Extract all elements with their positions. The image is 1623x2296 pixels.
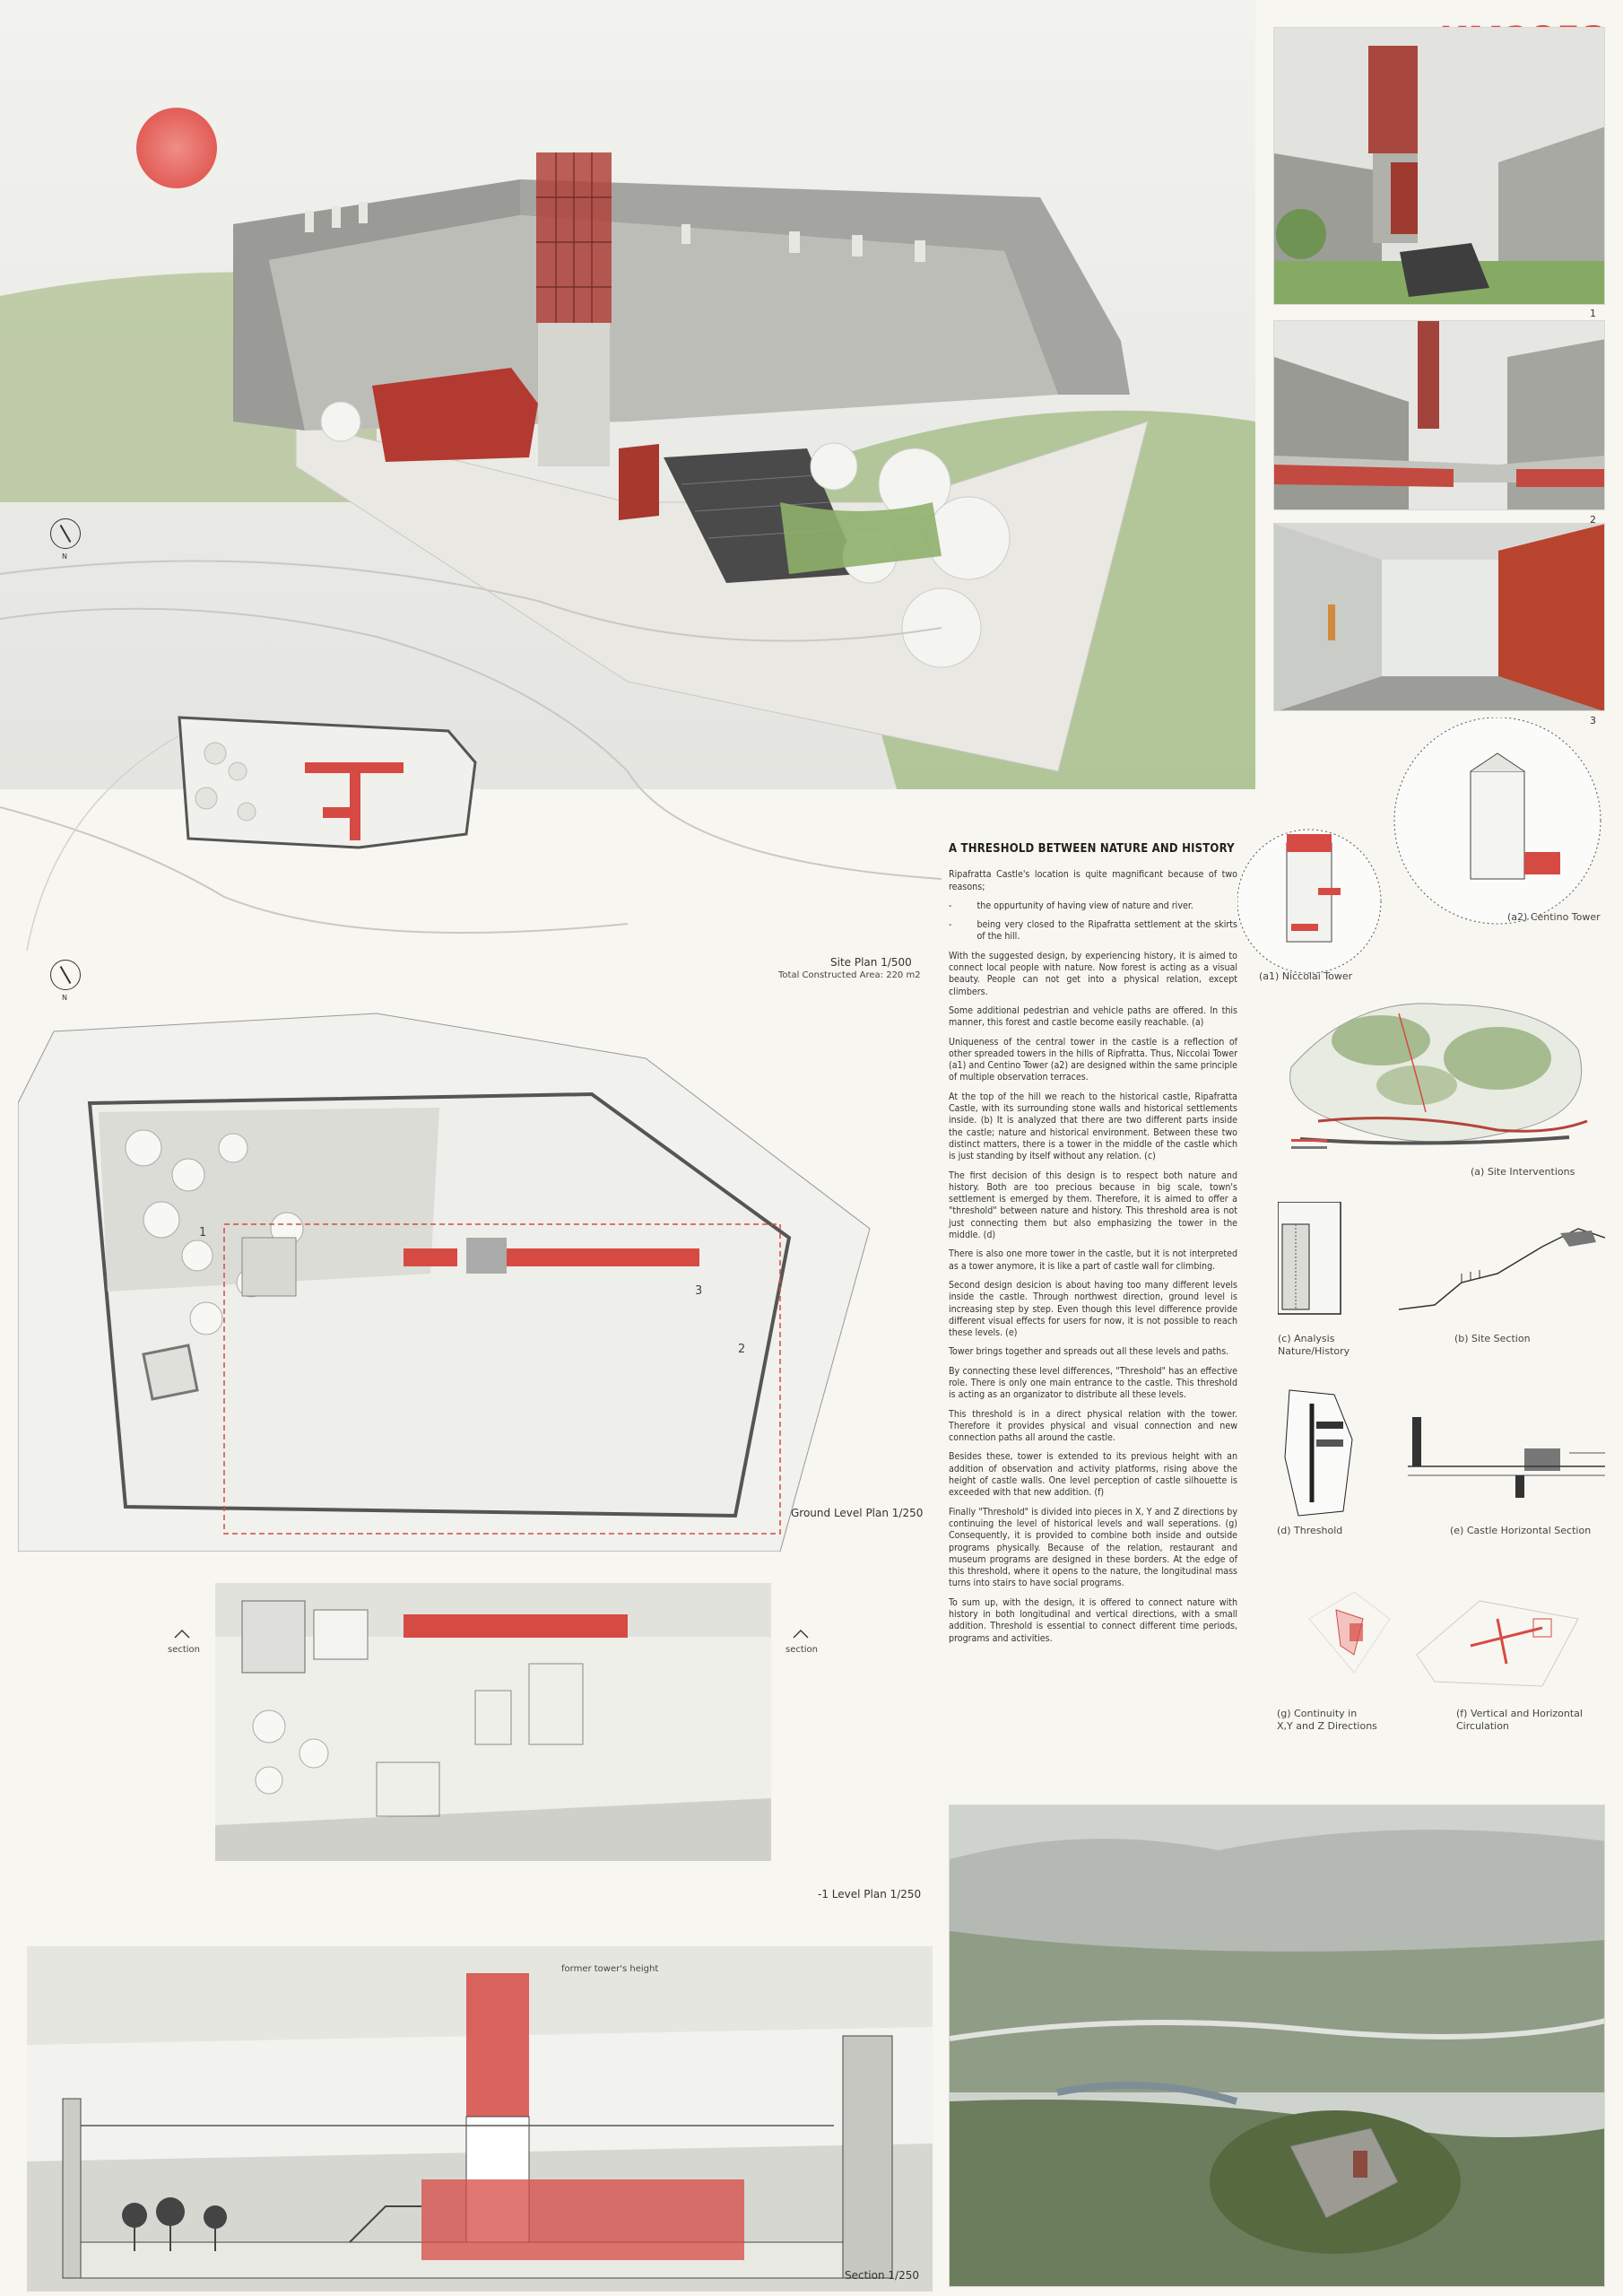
diagram-a-label: (a) Site Interventions	[1471, 1166, 1575, 1178]
section-drawing	[27, 1946, 933, 2292]
description-paragraph: Second design desicion is about having t…	[949, 1279, 1237, 1339]
north-label-site: N	[62, 552, 67, 561]
diagram-c-label-2: Nature/History	[1278, 1345, 1350, 1357]
site-plan-area: Total Constructed Area: 220 m2	[778, 970, 921, 980]
render-threshold-interior	[1273, 523, 1605, 711]
towers-diagram-illustration	[1237, 717, 1601, 974]
castle-axonometric-illustration	[0, 0, 1255, 789]
diagram-threshold	[1280, 1386, 1366, 1520]
render-3-illustration	[1274, 524, 1604, 710]
ground-plan-marker-1: 1	[199, 1226, 207, 1239]
description-paragraph: There is also one more tower in the cast…	[949, 1248, 1237, 1272]
north-label-ground: N	[62, 994, 67, 1002]
project-description: A THRESHOLD BETWEEN NATURE AND HISTORY R…	[949, 843, 1237, 1652]
diagram-continuity	[1300, 1583, 1399, 1682]
render-number-2: 2	[1590, 514, 1596, 526]
castle-axonometric-render	[0, 0, 1255, 789]
section-illustration	[27, 1946, 933, 2292]
bullet-text-1: the oppurtunity of having view of nature…	[976, 900, 1193, 911]
bullet-marker: -	[949, 919, 952, 931]
description-paragraph: Some additional pedestrian and vehicle p…	[949, 1004, 1237, 1029]
diagram-castle-horizontal-section	[1408, 1413, 1605, 1498]
section-marker-right: section	[785, 1645, 819, 1655]
description-paragraph: Uniqueness of the central tower in the c…	[949, 1036, 1237, 1083]
render-wall-walk	[1273, 320, 1605, 510]
description-paragraph: Finally "Threshold" is divided into piec…	[949, 1506, 1237, 1589]
description-paragraph: At the top of the hill we reach to the h…	[949, 1091, 1237, 1162]
description-paragraph: This threshold is in a direct physical r…	[949, 1408, 1237, 1444]
diagram-f-label-1: (f) Vertical and Horizontal	[1456, 1708, 1583, 1719]
bullet-marker: -	[949, 900, 952, 911]
diagram-site-interventions	[1282, 978, 1605, 1166]
description-paragraph: Besides these, tower is extended to its …	[949, 1451, 1237, 1499]
circulation-illustration	[1416, 1600, 1579, 1687]
diagram-b-label: (b) Site Section	[1454, 1333, 1531, 1344]
diagram-site-section	[1398, 1220, 1606, 1318]
aerial-photo-illustration	[950, 1805, 1604, 2286]
section-title: Section 1/250	[845, 2269, 919, 2282]
description-paragraph: With the suggested design, by experienci…	[949, 950, 1237, 997]
description-heading: A THRESHOLD BETWEEN NATURE AND HISTORY	[949, 842, 1235, 856]
render-2-illustration	[1274, 321, 1604, 509]
site-interventions-map	[1289, 1003, 1588, 1149]
section-height-annotation: former tower's height	[561, 1964, 659, 1974]
bullet-text-2: being very closed to the Ripafratta sett…	[976, 919, 1237, 943]
ground-plan-title: Ground Level Plan 1/250	[791, 1507, 924, 1519]
diagram-analysis	[1277, 1201, 1345, 1318]
threshold-illustration	[1284, 1389, 1353, 1517]
ground-plan-marker-3: 3	[695, 1284, 703, 1298]
ground-plan-marker-2: 2	[738, 1343, 746, 1356]
diagram-circulation	[1408, 1583, 1596, 1691]
site-plan-title: Site Plan 1/500	[830, 956, 912, 969]
render-number-3: 3	[1590, 715, 1596, 726]
minus1-plan-drawing	[215, 1583, 771, 1861]
render-number-1: 1	[1590, 308, 1596, 319]
site-plan	[0, 538, 942, 960]
render-1-illustration	[1274, 28, 1604, 304]
section-marker-left: section	[168, 1645, 201, 1655]
diagram-e-label: (e) Castle Horizontal Section	[1450, 1525, 1592, 1536]
diagram-g-label-2: X,Y and Z Directions	[1277, 1720, 1377, 1732]
diagram-g-label-1: (g) Continuity in	[1277, 1708, 1358, 1719]
diagram-towers	[1237, 717, 1614, 1013]
description-bullet-2: - being very closed to the Ripafratta set…	[949, 919, 1237, 944]
ground-level-plan	[18, 996, 933, 1552]
minus1-plan-title: -1 Level Plan 1/250	[818, 1888, 922, 1900]
section-arrow-left-icon	[173, 1625, 191, 1643]
site-plan-drawing	[0, 560, 942, 952]
castle-horizontal-section-illustration	[1408, 1417, 1605, 1498]
diagram-f-label-2: Circulation	[1456, 1720, 1509, 1732]
diagram-a1-label: (a1) Niccolai Tower	[1259, 970, 1353, 982]
aerial-photo	[949, 1805, 1605, 2287]
diagram-d-label: (d) Threshold	[1277, 1525, 1343, 1536]
analysis-illustration	[1277, 1201, 1341, 1315]
site-section-illustration	[1398, 1228, 1606, 1310]
description-paragraph: Tower brings together and spreads out al…	[949, 1346, 1229, 1358]
render-tower-courtyard	[1273, 27, 1605, 305]
description-bullet-1: - the oppurtunity of having view of natur…	[949, 900, 1237, 912]
diagram-a2-label: (a2) Centino Tower	[1507, 911, 1601, 923]
north-arrow-ground	[50, 960, 81, 990]
minus1-level-plan	[215, 1583, 771, 1861]
description-paragraph: By connecting these level differences, "…	[949, 1365, 1237, 1401]
description-paragraph: The first decision of this design is to …	[949, 1170, 1237, 1241]
description-paragraph: To sum up, with the design, it is offere…	[949, 1596, 1237, 1644]
description-intro: Ripafratta Castle's location is quite ma…	[949, 869, 1237, 892]
diagram-c-label-1: (c) Analysis	[1278, 1333, 1335, 1344]
ground-level-plan-drawing	[18, 1013, 871, 1552]
section-arrow-right-icon	[792, 1625, 810, 1643]
continuity-illustration	[1308, 1591, 1391, 1674]
north-arrow-site	[50, 518, 81, 549]
